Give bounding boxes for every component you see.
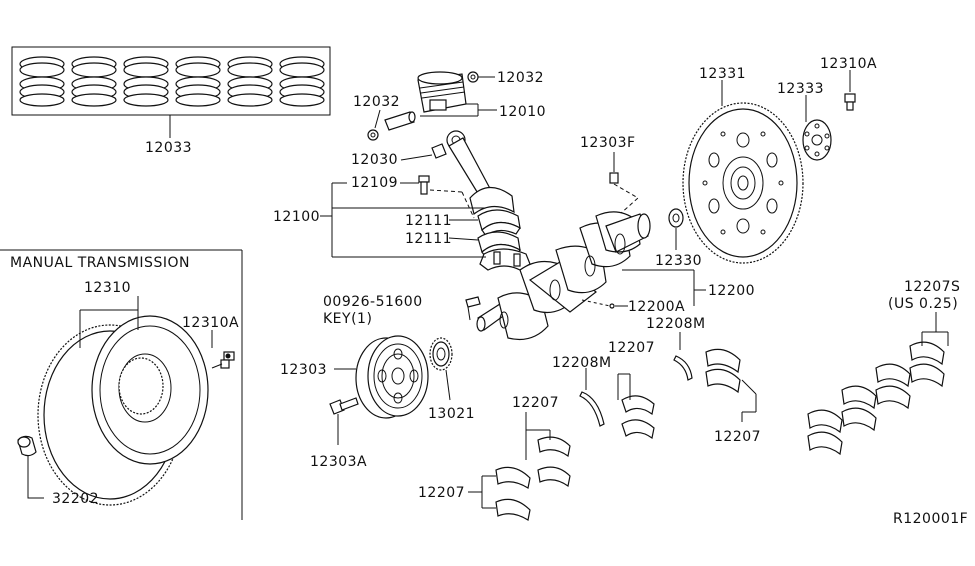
- snap-ring-left: [367, 129, 379, 141]
- manual-flywheel-bolt: [220, 351, 235, 369]
- manual-flywheel: [37, 315, 209, 506]
- callout-key-part: 00926-51600: [323, 294, 423, 310]
- section-title: MANUAL TRANSMISSION: [10, 255, 190, 271]
- main-bearing-pair-c: [537, 436, 571, 488]
- callout-mt-flywheel: 12310: [84, 280, 131, 296]
- rod-cap: [479, 248, 531, 271]
- crankshaft: [476, 211, 651, 341]
- diagram-code: R120001F: [893, 511, 968, 527]
- connecting-rod: [446, 130, 515, 216]
- pulley-bolt: [329, 397, 359, 415]
- callout-main-bearing-b: 12207: [714, 429, 761, 445]
- crank-sprocket: [429, 337, 453, 371]
- callout-rod-bolt: 12109: [351, 175, 398, 191]
- callout-pulley: 12303: [280, 362, 327, 378]
- callout-pilot-bushing: 12330: [655, 253, 702, 269]
- callout-plug: 12303F: [580, 135, 636, 151]
- callout-pulley-bolt: 12303A: [310, 454, 367, 470]
- callout-flywheel-drive: 12331: [699, 66, 746, 82]
- callout-thrust-right: 12208M: [646, 316, 706, 332]
- callout-piston: 12010: [499, 104, 546, 120]
- flywheel-bolt: [844, 93, 856, 111]
- manual-transmission-box: [0, 249, 243, 520]
- callout-bearing-upper: 12111: [405, 213, 452, 229]
- callout-main-bearing-a: 12207: [608, 340, 655, 356]
- callout-piston-pin: 12030: [351, 152, 398, 168]
- callout-reinforcement-plate: 12333: [777, 81, 824, 97]
- rod-bolt: [418, 175, 430, 195]
- callout-crank-sub: 12200A: [628, 299, 685, 315]
- crank-pulley: [355, 335, 429, 419]
- main-bearing-pair-d: [495, 466, 531, 521]
- piston-rings-set: [11, 46, 331, 138]
- drive-plate: [682, 102, 804, 264]
- main-bearing-pair-a: [621, 395, 655, 440]
- callout-bearing-lower: 12111: [405, 231, 452, 247]
- callout-rod-assembly: 12100: [273, 209, 320, 225]
- callout-rings: 12033: [145, 140, 192, 156]
- callout-sprocket: 13021: [428, 406, 475, 422]
- callout-snap-ring-upper: 12032: [497, 70, 544, 86]
- callout-us-size: (US 0.25): [888, 296, 958, 312]
- callout-main-bearing-us: 12207S: [904, 279, 960, 295]
- reinforcement-plate: [802, 119, 832, 161]
- callout-crankshaft: 12200: [708, 283, 755, 299]
- thrust-washer-mid: [579, 391, 605, 427]
- callout-mt-bushing: 32202: [52, 491, 99, 507]
- thrust-washer-right: [673, 355, 693, 381]
- callout-mt-flywheel-bolt: 12310A: [182, 315, 239, 331]
- piston-pin-bushing: [431, 143, 447, 159]
- manual-pilot-bushing: [17, 435, 37, 457]
- piston: [417, 71, 467, 113]
- plug: [609, 172, 619, 184]
- callout-flywheel-bolt-top: 12310A: [820, 56, 877, 72]
- callout-snap-ring-left: 12032: [353, 94, 400, 110]
- rod-bearing-upper: [477, 209, 521, 237]
- callout-key-text: KEY(1): [323, 311, 372, 327]
- snap-ring-upper: [467, 71, 479, 83]
- main-bearing-undersize-set: [807, 341, 945, 456]
- callout-thrust-mid: 12208M: [552, 355, 612, 371]
- pilot-bushing: [668, 208, 684, 228]
- crank-key: [465, 296, 481, 308]
- main-bearing-pair-b: [705, 348, 741, 394]
- callout-main-bearing-d: 12207: [418, 485, 465, 501]
- piston-pin: [384, 111, 416, 131]
- callout-main-bearing-c: 12207: [512, 395, 559, 411]
